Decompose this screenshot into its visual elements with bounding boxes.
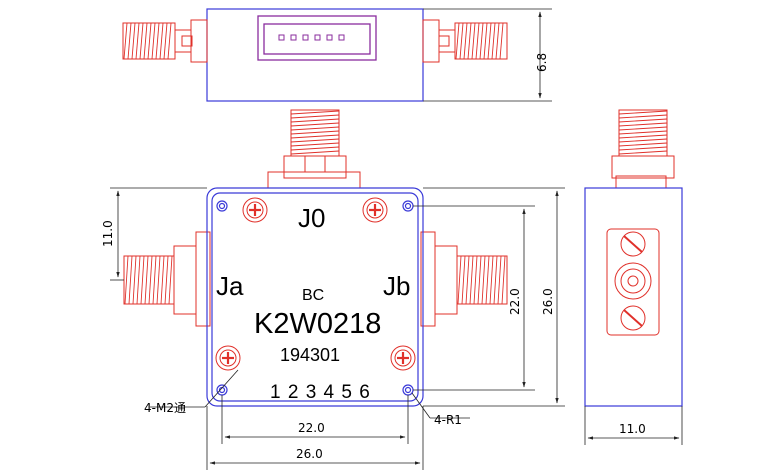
connector-header-inner (263, 23, 371, 55)
dim-26-vertical-text: 26.0 (541, 288, 555, 315)
port-label-ja: Ja (216, 271, 244, 301)
dim-22-vertical-text: 22.0 (508, 288, 522, 315)
front-left-thread-hatch (124, 255, 173, 305)
screw-heads (215, 197, 416, 371)
dim-6-8-text: 6.8 (535, 53, 549, 72)
top-left-sma-connector (122, 19, 208, 63)
brand-label: BC (302, 287, 324, 304)
side-coax-port (614, 262, 652, 300)
front-top-thread-hatch (290, 110, 340, 155)
top-view-body (206, 8, 424, 102)
side-top-thread-hatch (618, 110, 668, 155)
screw-slots (222, 204, 409, 364)
front-view: J0 Ja Jb BC K2W0218 194301 1 2 3 4 5 6 1… (101, 109, 565, 470)
front-view-body-inner (211, 192, 419, 402)
front-right-thread-hatch (457, 255, 506, 305)
header-pins (278, 34, 345, 41)
side-screws (620, 231, 646, 331)
side-flange (606, 228, 660, 336)
port-label-jb: Jb (383, 271, 410, 301)
side-view-body (584, 187, 683, 407)
connector-header (257, 15, 377, 61)
callout-mount-text: 4-M2通 (144, 401, 186, 415)
side-view: 11.0 (584, 109, 683, 445)
top-right-sma-connector (422, 19, 508, 63)
dim-11-left-text: 11.0 (101, 220, 115, 247)
serial-label: 194301 (280, 345, 340, 365)
top-view: 6.8 (122, 8, 552, 102)
dim-26-horizontal-text: 26.0 (296, 447, 323, 461)
side-top-sma-connector (611, 109, 675, 189)
dim-22-horizontal-text: 22.0 (298, 421, 325, 435)
top-left-thread-hatch (123, 22, 172, 60)
callout-radius-text: 4-R1 (434, 413, 462, 427)
dim-side-width-text: 11.0 (619, 422, 646, 436)
pin-numbers: 1 2 3 4 5 6 (270, 382, 371, 403)
top-right-thread-hatch (455, 22, 504, 60)
model-label: K2W0218 (254, 308, 381, 340)
corner-holes (216, 200, 414, 396)
port-label-j0: J0 (298, 203, 325, 233)
front-view-body (206, 187, 424, 407)
